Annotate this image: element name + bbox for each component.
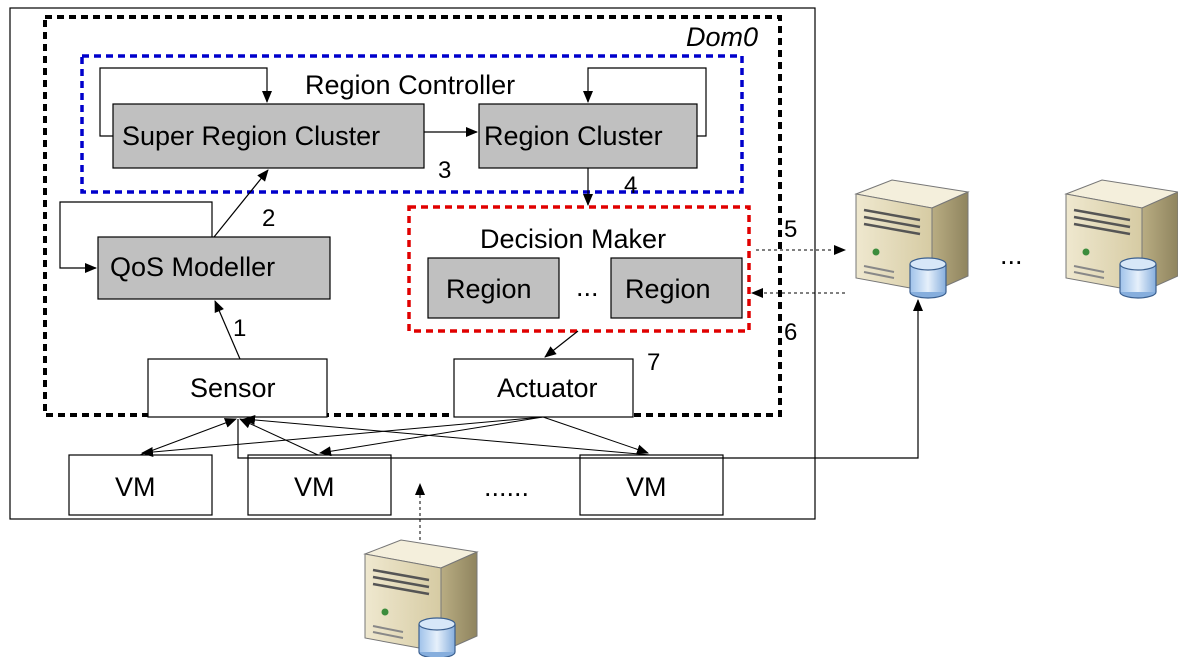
actuator-to-vm2 — [319, 416, 544, 457]
vm-label-1: VM — [115, 472, 156, 502]
region-controller-boundary — [80, 54, 744, 194]
vm3-to-sensor — [243, 414, 651, 456]
super-region-cluster-box — [112, 103, 425, 169]
step-number-2: 2 — [262, 205, 275, 232]
vm2-to-sensor — [239, 418, 319, 456]
vm-label-2: VM — [294, 472, 335, 502]
actuator-to-vm3 — [542, 416, 649, 455]
region-left-label: Region — [446, 274, 532, 304]
step-number-3: 3 — [438, 157, 451, 184]
vm-box-3 — [579, 454, 724, 516]
vm1-to-sensor — [139, 418, 237, 456]
server-icon — [363, 538, 479, 657]
arrow-2 — [213, 169, 269, 238]
step-number-4: 4 — [624, 172, 637, 199]
region-box-left — [427, 257, 560, 319]
region-cluster-label: Region Cluster — [484, 121, 663, 151]
step-number-5: 5 — [784, 216, 797, 243]
dom0-label: Dom0 — [686, 22, 758, 52]
qos-modeller-label: QoS Modeller — [110, 252, 275, 282]
server-icon — [1064, 178, 1178, 300]
region-controller-title: Region Controller — [305, 70, 515, 100]
region-cluster-self-loop — [583, 67, 707, 137]
super-region-cluster-label: Super Region Cluster — [122, 121, 380, 151]
server-icon — [854, 178, 970, 300]
qos-modeller-box — [97, 236, 331, 300]
vm-box-1 — [68, 454, 213, 516]
step-number-1: 1 — [233, 315, 246, 342]
arrow-1 — [214, 300, 241, 360]
actuator-to-vm1 — [141, 416, 544, 457]
vm-label-3: VM — [626, 472, 667, 502]
dom0-boundary — [43, 15, 782, 417]
sensor-box — [147, 358, 328, 418]
decision-maker-boundary — [407, 205, 751, 333]
super-region-self-loop — [99, 67, 272, 137]
vm-box-2 — [247, 454, 392, 516]
sensor-to-remote-server — [237, 299, 923, 459]
vm-ellipsis: ...... — [484, 472, 529, 502]
qos-modeller-self-loop — [59, 201, 213, 273]
step-number-7: 7 — [647, 349, 660, 376]
region-box-right — [610, 257, 743, 319]
host-machine-border — [9, 7, 816, 520]
actuator-label: Actuator — [497, 373, 598, 403]
sensor-label: Sensor — [190, 373, 276, 403]
region-ellipsis: ... — [576, 272, 599, 302]
decision-maker-title: Decision Maker — [480, 224, 666, 254]
arrow-7 — [544, 330, 579, 358]
region-right-label: Region — [625, 274, 711, 304]
step-number-6: 6 — [784, 319, 797, 346]
server-ellipsis: ... — [1000, 240, 1023, 270]
